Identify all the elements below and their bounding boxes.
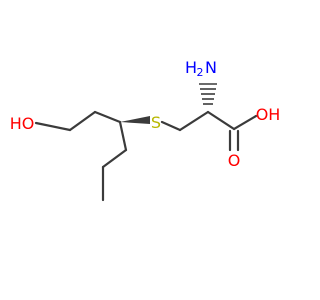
bond-carboxyl-oh (232, 114, 258, 131)
bond-hash-amino (199, 83, 217, 105)
bond-ch2-ch2 (68, 110, 97, 132)
acid-oh-label: OH (256, 105, 281, 124)
bond-s-ch2 (160, 120, 182, 132)
bond-ch2-alpha (178, 110, 210, 132)
bond-wedge-stereo (120, 116, 150, 124)
molecule-structure: HO S H 2 N OH O (10, 58, 281, 202)
alcohol-ho-label: HO (10, 114, 35, 133)
bond-o-ch2 (34, 121, 72, 132)
bond-alpha-carboxyl (206, 110, 236, 131)
acid-o-label: O (228, 151, 241, 170)
bond-ch2-stereo (93, 110, 122, 124)
amino-n-label: N (205, 58, 217, 77)
amino-h-label: H (185, 58, 197, 77)
sulfur-label: S (151, 113, 161, 132)
bond-stereo-c1 (118, 120, 128, 152)
amino-h-count-label: 2 (197, 66, 204, 79)
bond-c1-c2 (101, 148, 128, 169)
